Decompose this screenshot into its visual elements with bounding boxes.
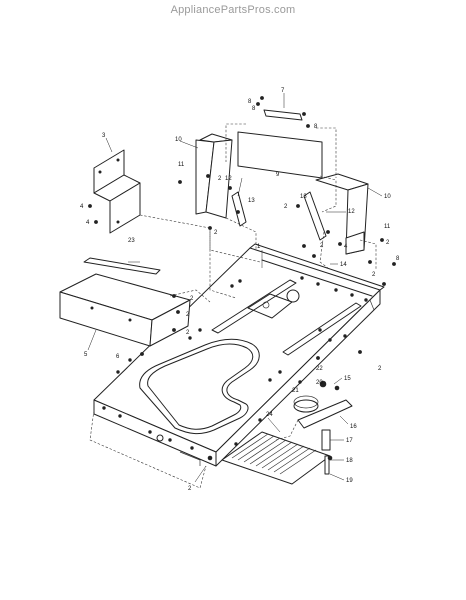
callout-16: 16: [350, 424, 357, 430]
callout-2c: 2: [284, 204, 288, 210]
callout-3: 3: [102, 133, 106, 139]
part-24-mat: [221, 431, 331, 485]
part-23-strip: [83, 257, 161, 275]
callout-12a: 12: [225, 176, 232, 182]
callout-2j: 2: [188, 486, 192, 492]
hardware: [88, 96, 396, 461]
callout-24: 24: [266, 412, 273, 418]
callout-10b: 10: [384, 194, 391, 200]
part-3-bracket: [93, 149, 141, 234]
callout-23: 23: [128, 238, 135, 244]
watermark: AppliancePartsPros.com: [170, 4, 296, 16]
callout-10a: 10: [175, 137, 182, 143]
callout-17: 17: [346, 438, 353, 444]
callout-8b: 8: [252, 106, 256, 112]
callout-19: 19: [346, 478, 353, 484]
pulley-assembly: [293, 380, 353, 475]
callout-12b: 12: [348, 209, 355, 215]
callout-20: 20: [316, 380, 323, 386]
callout-9: 9: [276, 172, 280, 178]
callout-4b: 4: [86, 220, 90, 226]
callout-13b: 13: [300, 194, 307, 200]
callout-7: 7: [281, 88, 285, 94]
part-10-right-bracket: [315, 173, 369, 255]
callout-2e: 2: [372, 272, 376, 278]
callout-2d: 2: [320, 243, 324, 249]
callout-4c: 4: [344, 244, 348, 250]
callout-6: 6: [116, 354, 120, 360]
callout-4a: 4: [80, 204, 84, 210]
callout-15: 15: [344, 376, 351, 382]
callout-14: 14: [340, 262, 347, 268]
callout-11b: 11: [384, 224, 391, 230]
callout-22: 22: [316, 366, 323, 372]
main-frame: [93, 243, 385, 467]
callout-21: 21: [292, 388, 299, 394]
callout-8c: 8: [314, 124, 318, 130]
callout-2h: 2: [186, 330, 190, 336]
callout-1: 1: [257, 244, 261, 250]
callout-2b: 2: [214, 230, 218, 236]
callout-2k: 2: [386, 240, 390, 246]
part-12-straps: [231, 191, 327, 241]
leader-lines: [87, 93, 383, 483]
callout-8d: 8: [396, 256, 400, 262]
callout-labels: 1 3 4 4 4 5 6 7 8 8 8 8 9 10 10 11 11 12…: [80, 88, 400, 492]
callout-2f: 2: [190, 296, 194, 302]
callout-2a: 2: [218, 176, 222, 182]
callout-18: 18: [346, 458, 353, 464]
callout-5: 5: [84, 352, 88, 358]
part-5-cover: [59, 273, 191, 347]
callout-2i: 2: [378, 366, 382, 372]
callout-8a: 8: [248, 99, 252, 105]
part-7-plate: [263, 109, 303, 121]
part-9-plate: [237, 131, 323, 179]
callout-11a: 11: [178, 162, 185, 168]
callout-2g: 2: [186, 312, 190, 318]
phantom-lines: [89, 123, 377, 489]
callout-13a: 13: [248, 198, 255, 204]
